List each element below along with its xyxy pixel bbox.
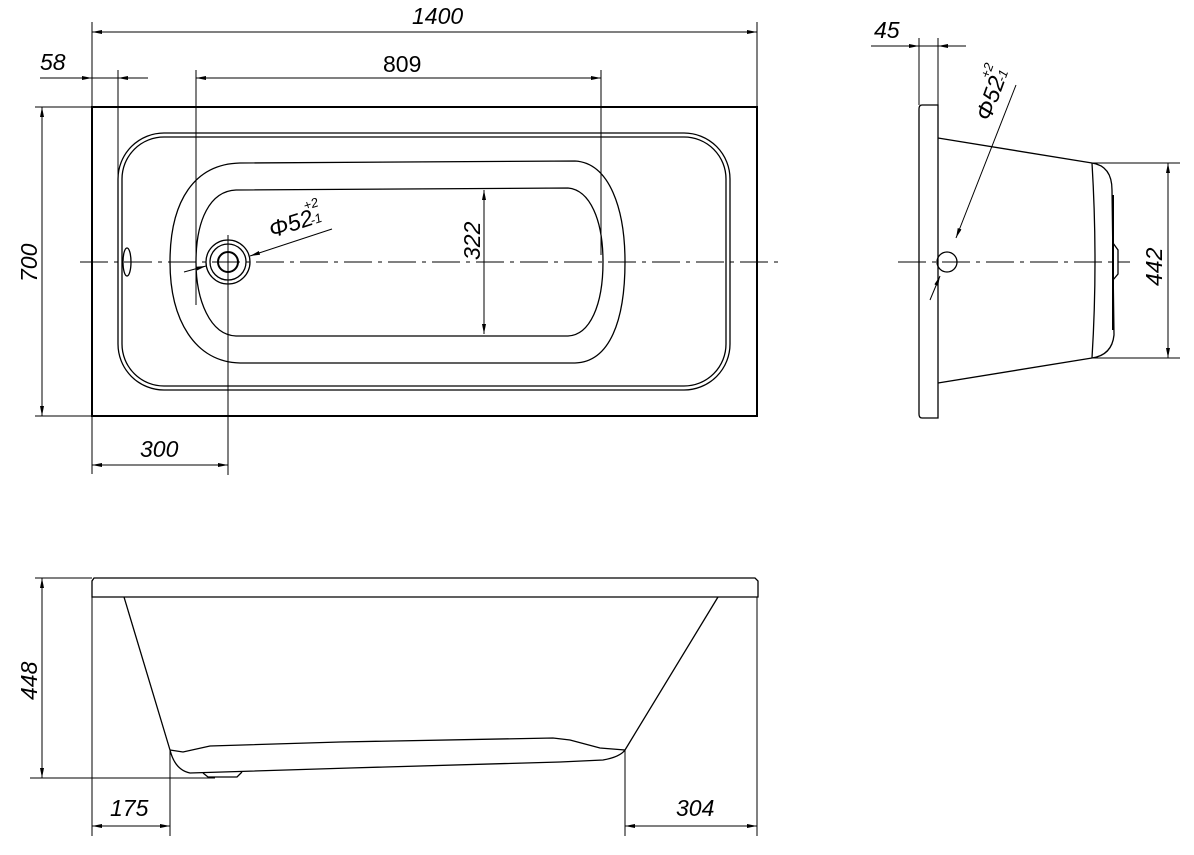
tol-lower: -1 bbox=[993, 68, 1011, 84]
tol-upper: +2 bbox=[977, 60, 996, 80]
tub-bottom-outer bbox=[169, 749, 626, 774]
rim-plate bbox=[918, 104, 939, 419]
dim-height: 448 bbox=[16, 661, 42, 700]
drain-outlet bbox=[202, 771, 243, 778]
dim-bottom-width: 442 bbox=[1141, 247, 1167, 286]
dim-basin-length: 809 bbox=[383, 51, 421, 77]
dim-leader-drain bbox=[955, 84, 1017, 239]
dim-rim-offset: 58 bbox=[40, 49, 66, 75]
rim-inner-edge-2 bbox=[121, 136, 727, 387]
dim-length: 1400 bbox=[412, 3, 463, 29]
dim-leader-drain bbox=[249, 228, 333, 257]
tub-edge-top bbox=[937, 137, 1093, 164]
tub-end bbox=[1091, 162, 1096, 359]
arrowheads bbox=[909, 44, 948, 48]
tub-bottom-inner bbox=[169, 737, 626, 753]
basin-outer bbox=[169, 160, 626, 364]
dim-right-offset: 304 bbox=[676, 795, 714, 821]
side-view: 448 175 304 bbox=[16, 577, 759, 836]
tub-wall-right bbox=[624, 596, 719, 751]
dim-drain-diameter-group: Φ52 +2 -1 bbox=[970, 60, 1011, 124]
dim-drain-diameter-group: Φ52 +2 -1 bbox=[266, 194, 324, 243]
dim-width: 700 bbox=[16, 243, 42, 282]
arrowheads bbox=[82, 76, 128, 80]
dim-left-offset: 175 bbox=[110, 795, 149, 821]
leader bbox=[183, 265, 207, 273]
tol-lower: -1 bbox=[308, 210, 324, 228]
top-view: 1400 58 809 700 300 322 Φ52 +2 -1 bbox=[16, 3, 778, 475]
tol-upper: +2 bbox=[301, 194, 320, 213]
tub-wall-left bbox=[123, 596, 171, 751]
dim-drain-offset: 300 bbox=[140, 436, 179, 462]
end-view: 45 442 Φ52 +2 -1 bbox=[871, 17, 1180, 419]
leader bbox=[929, 275, 941, 301]
rim bbox=[91, 577, 759, 598]
basin-inner bbox=[195, 187, 604, 337]
dim-basin-width: 322 bbox=[459, 221, 485, 260]
tub-edge-bottom bbox=[937, 357, 1093, 384]
dim-rim-thickness: 45 bbox=[874, 17, 900, 43]
